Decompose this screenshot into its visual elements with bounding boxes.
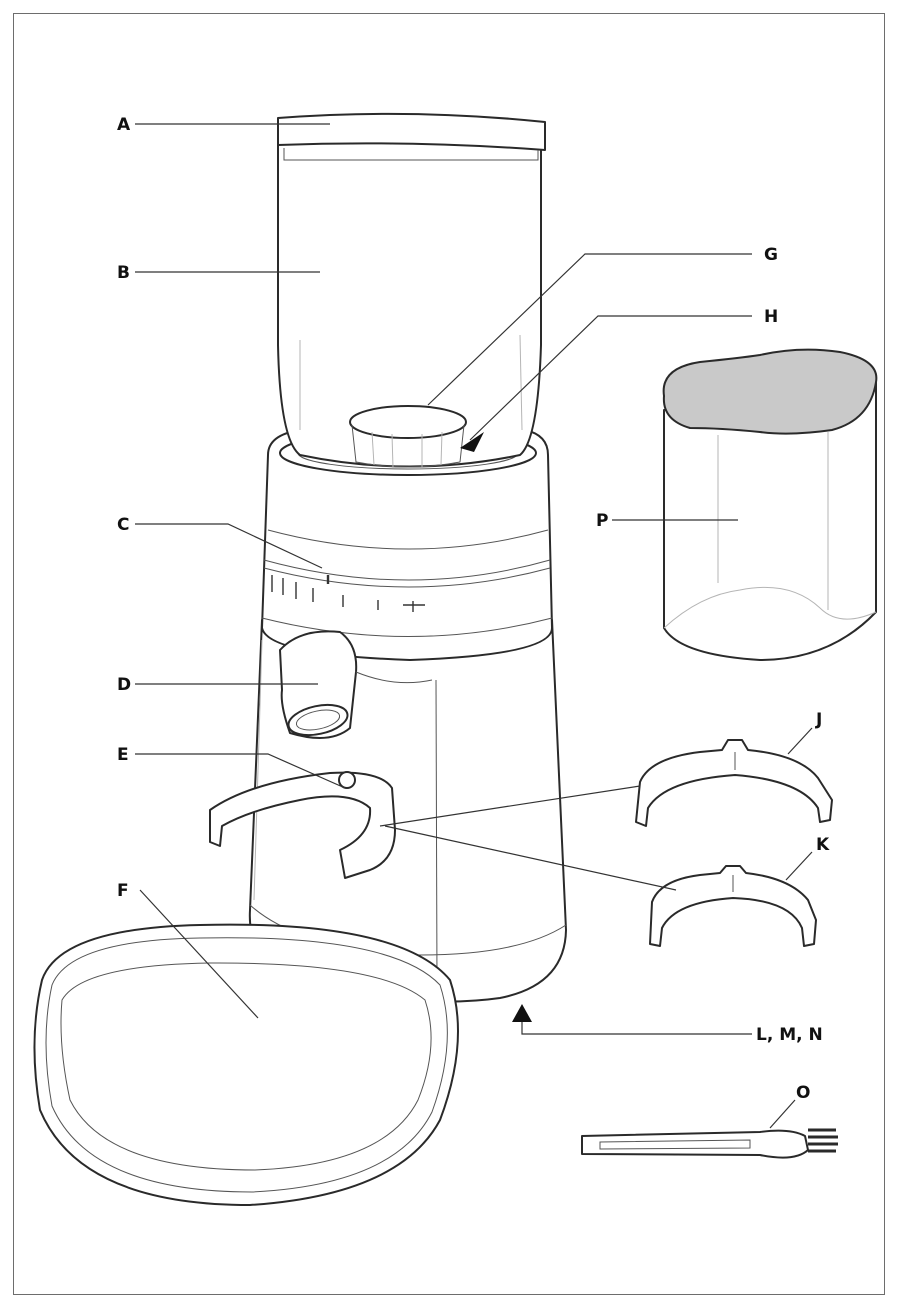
- label-j: J: [815, 710, 822, 730]
- label-k: K: [816, 835, 830, 855]
- label-g: G: [764, 245, 778, 265]
- grind-setting-ring: [261, 429, 553, 661]
- label-b: B: [117, 263, 130, 283]
- adapter-k: [649, 865, 817, 947]
- coffee-container: [662, 348, 878, 661]
- grounds-outlet: [279, 630, 433, 739]
- underside-arrow: [512, 1004, 752, 1035]
- hopper-shutter: [349, 405, 467, 469]
- label-e: E: [117, 745, 129, 765]
- label-a: A: [117, 115, 131, 135]
- label-c: C: [117, 515, 129, 535]
- label-h: H: [764, 307, 778, 327]
- hopper-lid: [277, 112, 546, 161]
- adapter-j: [635, 739, 833, 827]
- label-o: O: [796, 1083, 810, 1103]
- grounds-tray: [33, 923, 459, 1206]
- grind-scale-ticks: [271, 575, 425, 612]
- diagram-frame: [13, 13, 885, 1295]
- cleaning-brush: [581, 1128, 838, 1159]
- part-labels: A B C D E F G H J K L, M, N O P: [117, 115, 830, 1103]
- label-f: F: [117, 881, 129, 901]
- label-d: D: [117, 675, 131, 695]
- label-p: P: [596, 511, 608, 531]
- portafilter-holder: [209, 771, 396, 879]
- leader-lines: [135, 123, 813, 1129]
- label-lmn: L, M, N: [756, 1025, 823, 1045]
